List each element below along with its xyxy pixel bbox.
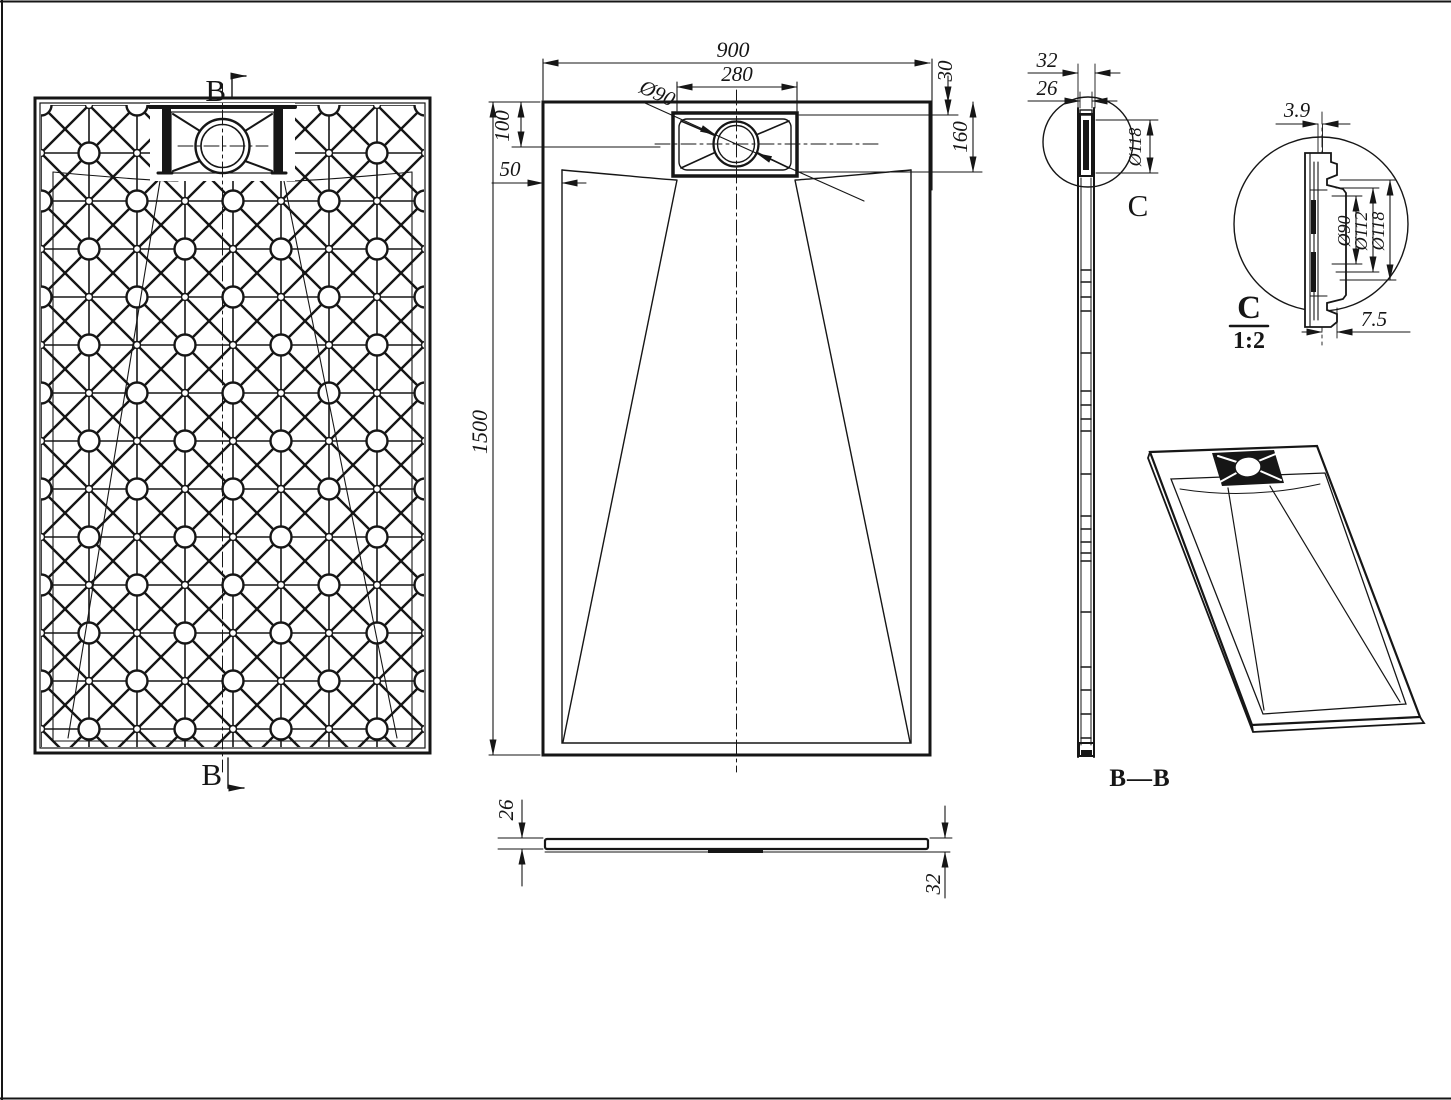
- dim-plan-900: 900: [542, 37, 933, 191]
- iso-drain-box: [1212, 450, 1284, 486]
- detail-circle-c: [1042, 96, 1134, 188]
- dim-detail-d90: Ø90: [1331, 195, 1363, 265]
- dim-detail-39: 3.9: [1275, 98, 1351, 153]
- section-label-b-bottom: B: [201, 757, 222, 792]
- isometric-view: [1147, 444, 1426, 733]
- dim-section-d118: Ø118: [1095, 119, 1159, 174]
- detail-c-ref-scale: 1:2: [1233, 328, 1265, 354]
- dim-plan-900-label: 900: [717, 37, 750, 62]
- dim-profile-26: 26: [494, 799, 526, 887]
- plan-view: 900 280 Ø90 30 160: [467, 37, 983, 773]
- section-bb-label: B—B: [1109, 765, 1170, 792]
- section-marker-b-top: B: [205, 72, 247, 108]
- dim-detail-75-label: 7.5: [1361, 307, 1387, 331]
- bottom-rib-view: B B: [33, 72, 432, 792]
- dim-detail-d118-label: Ø118: [1368, 212, 1388, 252]
- profile-view: 26 32: [494, 799, 953, 899]
- dim-plan-160-label: 160: [948, 121, 972, 153]
- section-strip: [1077, 107, 1095, 758]
- dim-plan-drain-dia-label: Ø90: [635, 74, 679, 111]
- detail-c-view: 3.9 Ø90 Ø112 Ø118 7.5 C 1:2: [1228, 98, 1411, 354]
- detail-c-ref-letter: C: [1237, 290, 1261, 326]
- dim-detail-39-label: 3.9: [1283, 98, 1311, 122]
- section-bb-view: C 32 26 Ø118 B—B: [1027, 48, 1170, 792]
- dim-plan-100: 100: [490, 101, 661, 148]
- dim-plan-280: 280: [676, 62, 798, 112]
- detail-marker-c-label: C: [1128, 188, 1149, 223]
- dim-plan-160: 160: [798, 101, 983, 173]
- dim-detail-d90-label: Ø90: [1334, 216, 1354, 248]
- rib-lattice-pattern: [41, 105, 424, 747]
- dim-detail-75: 7.5: [1301, 307, 1411, 339]
- dim-section-d118-label: Ø118: [1125, 128, 1145, 168]
- dim-plan-1500: 1500: [467, 101, 541, 756]
- dim-detail-d112-label: Ø112: [1351, 212, 1371, 252]
- dim-plan-50-label: 50: [500, 157, 522, 181]
- section-marker-b-bottom: B: [201, 757, 245, 792]
- dim-plan-30: 30: [798, 60, 959, 116]
- section-label-b-top: B: [205, 73, 226, 108]
- profile-drain-boss: [708, 849, 763, 853]
- dim-detail-d112: Ø112: [1335, 187, 1380, 273]
- detail-c-profile: [1304, 152, 1347, 328]
- detail-c-ref: C 1:2: [1228, 290, 1270, 354]
- dim-section-32-label: 32: [1036, 48, 1059, 72]
- dim-profile-26-label: 26: [494, 799, 518, 821]
- dim-plan-1500-label: 1500: [467, 410, 492, 454]
- dim-plan-30-label: 30: [933, 60, 957, 83]
- dim-profile-32-label: 32: [921, 873, 945, 896]
- dim-plan-100-label: 100: [490, 110, 514, 142]
- dim-profile-32: 32: [921, 805, 949, 899]
- dim-plan-280-label: 280: [721, 62, 753, 86]
- dim-section-26: 26: [1027, 76, 1118, 109]
- dim-detail-d118: Ø118: [1339, 179, 1397, 281]
- dim-section-26-label: 26: [1037, 76, 1059, 100]
- dim-plan-50: 50: [491, 157, 587, 187]
